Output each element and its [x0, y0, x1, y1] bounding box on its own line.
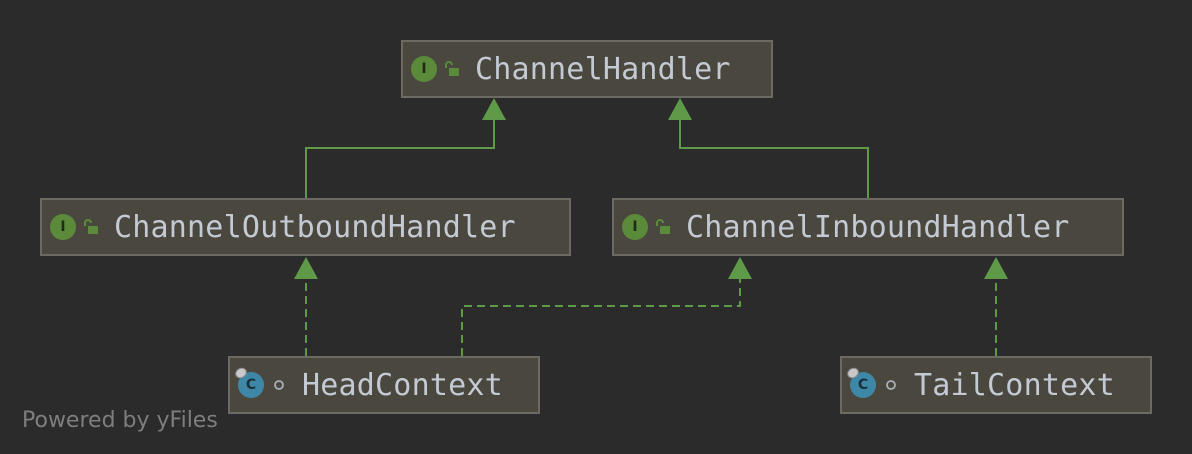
node-label: ChannelInboundHandler	[686, 209, 1070, 245]
interface-icon: I	[50, 214, 76, 240]
arrowhead-inbound-left	[728, 257, 752, 279]
node-label: ChannelOutboundHandler	[114, 209, 516, 245]
unlocked-public-icon	[84, 219, 98, 234]
arrowhead-inbound-right	[984, 257, 1008, 279]
node-head-context[interactable]: C HeadContext	[228, 356, 540, 414]
class-icon: C	[233, 365, 264, 398]
arrowhead-outbound	[294, 257, 318, 279]
unlocked-public-icon	[445, 61, 459, 76]
node-label: HeadContext	[302, 367, 503, 403]
arrowhead-handler-left	[482, 98, 506, 120]
node-channel-inbound-handler[interactable]: I ChannelInboundHandler	[612, 198, 1124, 256]
edge-inbound-extends-handler	[679, 118, 869, 198]
unlocked-public-icon	[656, 219, 670, 234]
arrowhead-handler-right	[668, 98, 692, 120]
class-kind-letter: C	[857, 377, 869, 393]
powered-by-footer: Powered by yFiles	[22, 408, 218, 433]
package-private-icon	[274, 380, 284, 390]
node-tail-context[interactable]: C TailContext	[840, 356, 1152, 414]
interface-icon: I	[622, 214, 648, 240]
class-kind-letter: C	[245, 377, 257, 393]
package-private-icon	[886, 380, 896, 390]
node-label: ChannelHandler	[475, 51, 731, 87]
node-label: TailContext	[914, 367, 1115, 403]
interface-icon: I	[411, 56, 437, 82]
node-channel-handler[interactable]: I ChannelHandler	[401, 40, 773, 98]
class-icon: C	[845, 365, 876, 398]
node-channel-outbound-handler[interactable]: I ChannelOutboundHandler	[40, 198, 571, 256]
edge-head-implements-inbound	[461, 278, 741, 356]
edge-outbound-extends-handler	[305, 118, 495, 198]
